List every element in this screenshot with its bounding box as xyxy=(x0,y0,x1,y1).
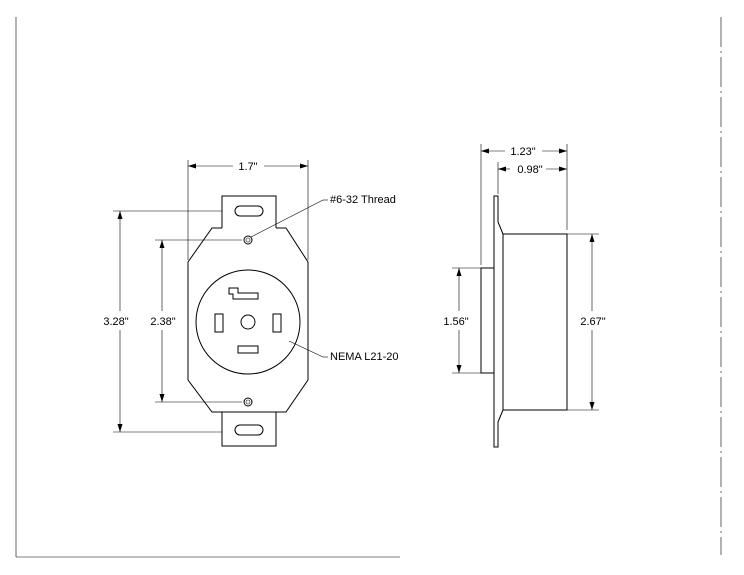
face-height-dimension: 1.56" xyxy=(443,267,481,374)
face-height-dim-label: 1.56" xyxy=(443,316,468,328)
bottom-mounting-tab xyxy=(221,412,277,447)
overall-depth-dimension: 1.23" xyxy=(480,144,568,265)
width-dimension: 1.7" xyxy=(187,160,309,260)
receptacle-callout-label: NEMA L21-20 xyxy=(330,351,398,363)
body-depth-dimension: 0.98" xyxy=(497,162,567,194)
left-slot xyxy=(214,313,224,333)
sheet-border xyxy=(15,17,722,558)
body-depth-dim-label: 0.98" xyxy=(517,164,542,176)
receptacle-callout: NEMA L21-20 xyxy=(288,340,398,363)
width-dim-label: 1.7" xyxy=(238,161,257,173)
ground-slot xyxy=(228,287,259,300)
thread-callout-label: #6-32 Thread xyxy=(330,194,396,206)
top-tab-slot xyxy=(234,205,264,217)
front-view: 1.7" 3.28" 2.38" #6-32 Thread xyxy=(103,160,398,447)
bottom-screw-icon xyxy=(243,397,253,407)
bottom-slot xyxy=(237,345,259,354)
mounting-strap xyxy=(493,195,504,448)
overall-depth-dim-label: 1.23" xyxy=(510,146,535,158)
body-height-dimension: 2.67" xyxy=(567,233,606,411)
overall-height-dimension: 3.28" xyxy=(103,210,222,433)
hole-spacing-dim-label: 2.38" xyxy=(150,316,175,328)
center-pin xyxy=(240,314,256,330)
side-body xyxy=(502,233,568,411)
bottom-tab-slot xyxy=(234,424,264,436)
top-screw-icon xyxy=(243,235,253,245)
body-height-dim-label: 2.67" xyxy=(580,316,605,328)
thread-callout: #6-32 Thread xyxy=(250,194,396,238)
receptacle-face xyxy=(195,269,301,375)
mounting-plate xyxy=(187,227,309,413)
hole-spacing-dimension: 2.38" xyxy=(150,239,242,403)
top-mounting-tab xyxy=(221,195,277,228)
side-view: 1.23" 0.98" 1.56" xyxy=(443,144,606,448)
right-slot xyxy=(272,313,282,333)
side-face-protrusion xyxy=(480,267,495,374)
overall-height-dim-label: 3.28" xyxy=(103,316,128,328)
